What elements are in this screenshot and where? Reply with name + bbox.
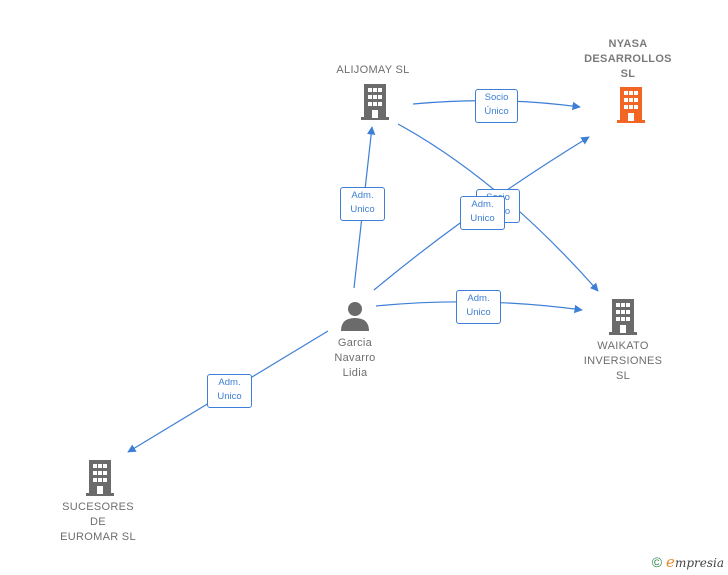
person-icon[interactable] xyxy=(340,301,370,331)
brand-logo[interactable]: empresia xyxy=(666,553,724,571)
building-icon[interactable] xyxy=(361,84,389,120)
building-icon[interactable] xyxy=(86,460,114,496)
edge-label-person-alijomay[interactable]: Adm. Unico xyxy=(340,187,385,221)
edge-label-person-nyasa[interactable]: Adm. Unico xyxy=(460,196,505,230)
copyright-icon: © xyxy=(651,554,663,570)
node-label-sucesores: SUCESORES DE EUROMAR SL xyxy=(60,501,136,543)
edge-label-alijomay-nyasa[interactable]: Socio Único xyxy=(475,89,518,123)
edge-label-person-sucesores[interactable]: Adm. Unico xyxy=(207,374,252,408)
building-icon[interactable] xyxy=(609,299,637,335)
footer-brand: © empresia xyxy=(652,553,724,571)
edge-label-person-waikato[interactable]: Adm. Unico xyxy=(456,290,501,324)
node-label-waikato: WAIKATO INVERSIONES SL xyxy=(583,340,663,382)
node-label-person: Garcia Navarro Lidia xyxy=(334,337,376,379)
building-icon[interactable] xyxy=(616,87,646,123)
node-label-alijomay: ALIJOMAY SL xyxy=(336,64,410,76)
node-label-nyasa: NYASA DESARROLLOS SL xyxy=(584,38,672,80)
